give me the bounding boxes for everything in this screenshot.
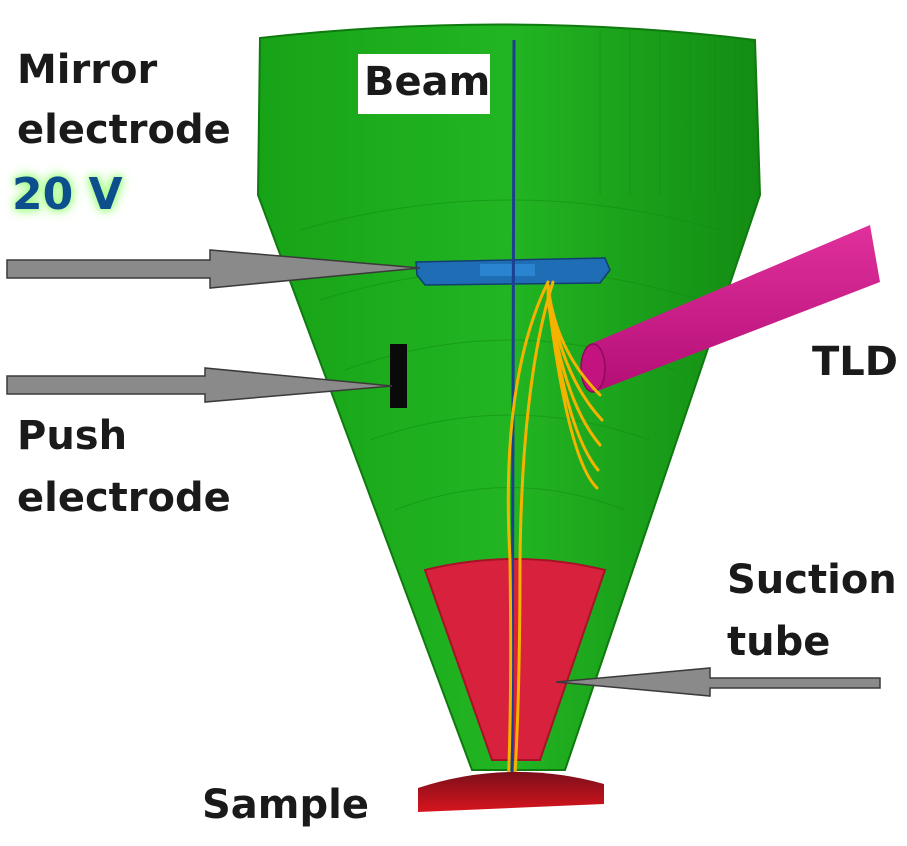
- beam-label-box: [358, 54, 490, 114]
- tld-label: TLD: [812, 339, 898, 385]
- beam-label: Beam: [364, 59, 491, 105]
- mirror-electrode-label-line1: Mirror: [17, 47, 158, 93]
- mirror-voltage-label: 20 V: [12, 169, 123, 220]
- push-electrode: [390, 344, 407, 408]
- cone-texture: [299, 30, 736, 511]
- suction-tube: [423, 558, 607, 761]
- sample: [418, 771, 604, 812]
- suction-arrow: [555, 667, 881, 697]
- trajectories: [506, 280, 604, 792]
- push-electrode-label-line1: Push: [17, 413, 128, 459]
- sample-label: Sample: [202, 782, 369, 828]
- push-arrow: [6, 367, 393, 403]
- mirror-electrode-label-line2: electrode: [17, 107, 231, 153]
- suction-tube-label-line2: tube: [727, 619, 831, 665]
- push-electrode-label-line2: electrode: [17, 475, 231, 521]
- suction-tube-label-line1: Suction: [727, 557, 897, 603]
- mirror-arrow: [6, 249, 421, 289]
